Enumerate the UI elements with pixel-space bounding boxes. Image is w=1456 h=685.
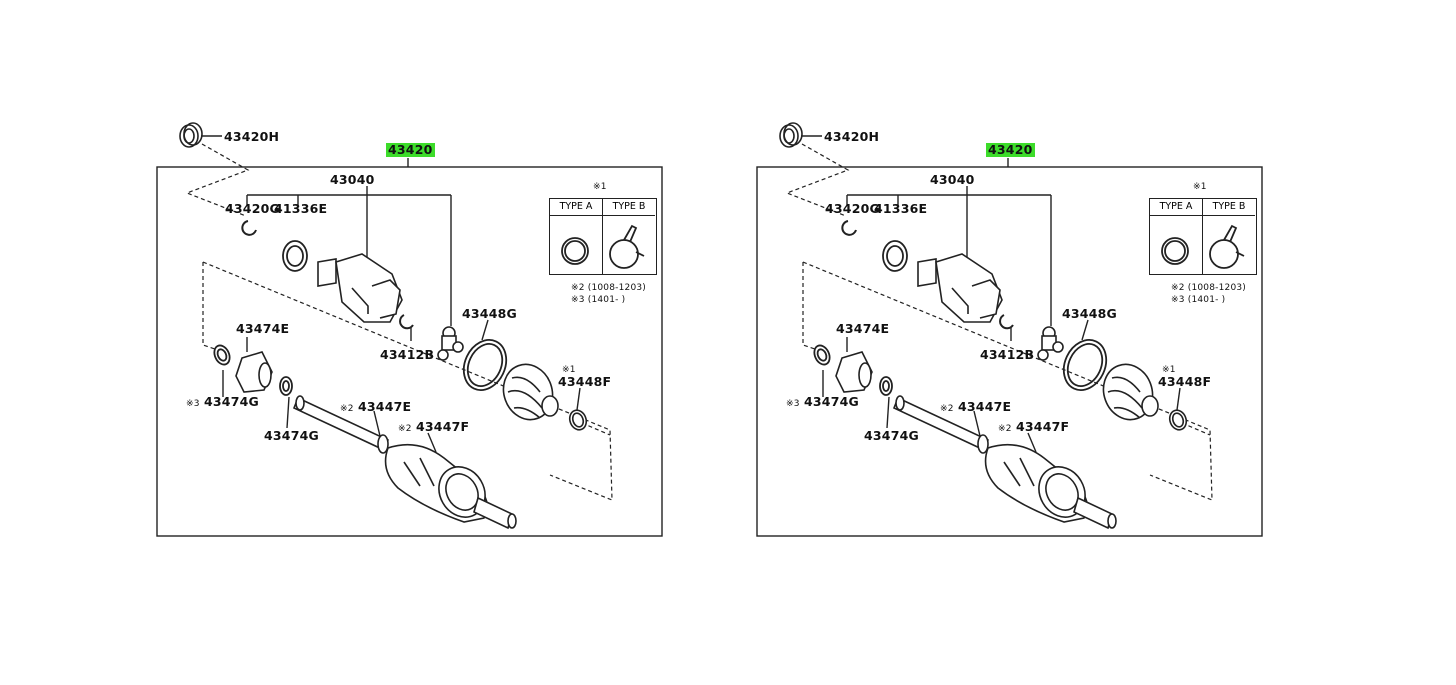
- note-3-range: ※3 (1401- ): [1171, 295, 1226, 305]
- clip-part: [399, 314, 414, 330]
- drive-shaft-part: [292, 395, 517, 530]
- tripod-part: [1037, 326, 1064, 361]
- type-b-header: TYPE B: [603, 199, 655, 216]
- joint-housing-part: [317, 253, 403, 323]
- type-a-ring: [561, 237, 589, 265]
- note-mark-1-boot: ※1: [1162, 365, 1176, 375]
- part-label-shaft-boot[interactable]: 43447F: [1016, 419, 1070, 434]
- boot-part: [1102, 363, 1159, 421]
- type-divider: [602, 199, 604, 274]
- note-2-range: ※2 (1008-1203): [571, 283, 647, 293]
- inboard-joint-part: [235, 351, 273, 393]
- parts-diagram-1: 43420 43420H 43040 43420G 41336E 43412B …: [156, 122, 663, 537]
- note-mark-2-boot: ※2: [998, 424, 1012, 434]
- part-label-ring-upper[interactable]: 43474G: [804, 394, 859, 409]
- snap-ring-part: [841, 220, 857, 236]
- part-label-snap-ring[interactable]: 43420G: [825, 201, 880, 216]
- part-label-shaft-clamp[interactable]: 43447E: [358, 399, 412, 414]
- large-clamp-part: [1062, 339, 1108, 391]
- part-label-ring-lower[interactable]: 43474G: [864, 428, 919, 443]
- type-a-ring: [1161, 237, 1189, 265]
- part-label-shaft-boot[interactable]: 43447F: [416, 419, 470, 434]
- type-legend-box: TYPE A TYPE B: [549, 198, 657, 275]
- ring-part: [813, 344, 893, 396]
- clip-part: [999, 314, 1014, 330]
- note-mark-2-boot: ※2: [398, 424, 412, 434]
- note-mark-2-shaft: ※2: [940, 404, 954, 414]
- type-legend-box: TYPE A TYPE B: [1149, 198, 1257, 275]
- part-label-inboard-joint[interactable]: 43474E: [836, 321, 890, 336]
- note-mark-2-shaft: ※2: [340, 404, 354, 414]
- type-a-header: TYPE A: [550, 199, 603, 216]
- part-label-small-clamp[interactable]: 43448F: [558, 374, 612, 389]
- large-clamp-part: [462, 339, 508, 391]
- part-label-seal[interactable]: 41336E: [874, 201, 928, 216]
- part-label-ring-upper[interactable]: 43474G: [204, 394, 259, 409]
- part-label-dust-seal[interactable]: 43420H: [824, 129, 880, 144]
- parts-diagram-2: 43420 43420H 43040 43420G 41336E 43412B …: [600, 0, 1328, 685]
- part-label-inboard-joint[interactable]: 43474E: [236, 321, 290, 336]
- diagram-drawing: [156, 122, 663, 537]
- ring-part: [213, 344, 293, 396]
- drive-shaft-part: [892, 395, 1117, 530]
- note-mark-1-boot: ※1: [562, 365, 576, 375]
- part-label-shaft-clamp[interactable]: 43447E: [958, 399, 1012, 414]
- note-mark-1-top: ※1: [593, 182, 607, 192]
- boot-part: [502, 363, 559, 421]
- type-a-header: TYPE A: [1150, 199, 1203, 216]
- diagram-drawing: [756, 122, 1263, 537]
- type-divider: [1202, 199, 1204, 274]
- note-mark-3: ※3: [186, 399, 200, 409]
- part-label-tulip-clip[interactable]: 43412B: [980, 347, 1035, 362]
- joint-housing-part: [917, 253, 1003, 323]
- inboard-joint-part: [835, 351, 873, 393]
- note-mark-1-top: ※1: [1193, 182, 1207, 192]
- note-2-range: ※2 (1008-1203): [1171, 283, 1247, 293]
- assembly-part-number[interactable]: 43420: [386, 142, 435, 157]
- part-label-small-clamp[interactable]: 43448F: [1158, 374, 1212, 389]
- part-label-large-clamp[interactable]: 43448G: [1062, 306, 1117, 321]
- tripod-part: [437, 326, 464, 361]
- part-label-dust-seal[interactable]: 43420H: [224, 129, 280, 144]
- part-label-snap-ring[interactable]: 43420G: [225, 201, 280, 216]
- seal-part: [282, 240, 308, 272]
- part-label-large-clamp[interactable]: 43448G: [462, 306, 517, 321]
- assembly-part-number[interactable]: 43420: [986, 142, 1035, 157]
- part-label-seal[interactable]: 41336E: [274, 201, 328, 216]
- assembly-frame: [156, 166, 663, 537]
- dust-seal-part: [779, 122, 803, 148]
- small-clamp-part: [1168, 409, 1188, 431]
- assembly-frame: [756, 166, 1263, 537]
- part-label-tulip-clip[interactable]: 43412B: [380, 347, 435, 362]
- snap-ring-part: [241, 220, 257, 236]
- note-mark-3: ※3: [786, 399, 800, 409]
- part-label-joint-assy[interactable]: 43040: [330, 172, 375, 187]
- seal-part: [882, 240, 908, 272]
- small-clamp-part: [568, 409, 588, 431]
- note-3-range: ※3 (1401- ): [571, 295, 626, 305]
- part-label-joint-assy[interactable]: 43040: [930, 172, 975, 187]
- type-b-header: TYPE B: [1203, 199, 1255, 216]
- dust-seal-part: [179, 122, 203, 148]
- part-label-ring-lower[interactable]: 43474G: [264, 428, 319, 443]
